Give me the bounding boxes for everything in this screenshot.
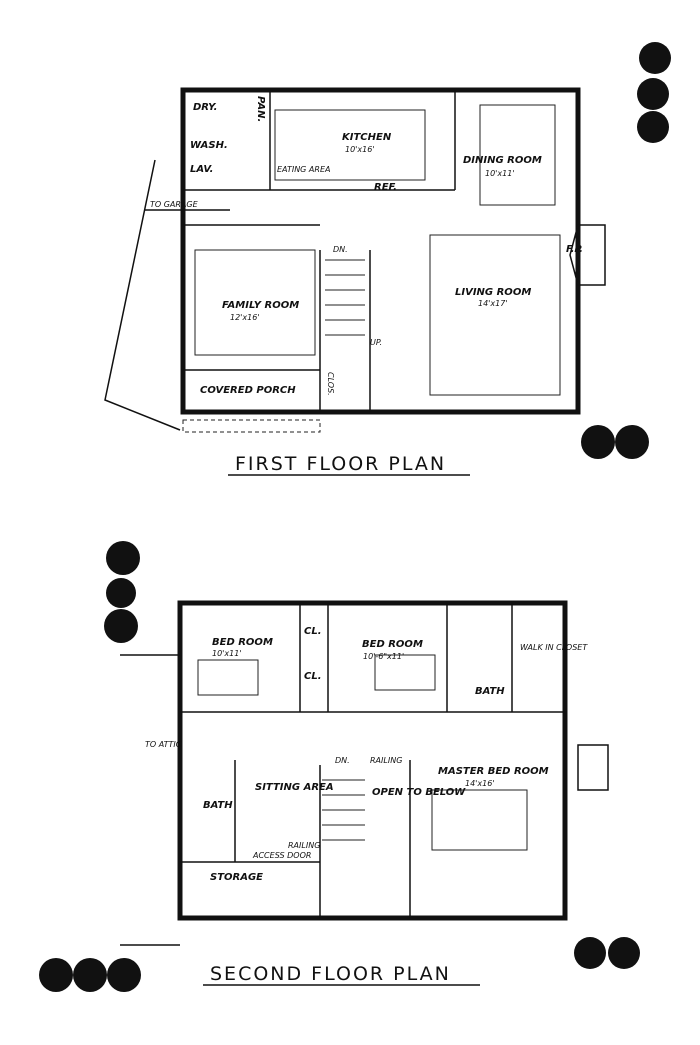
- room-label-family: FAMILY ROOM: [222, 300, 299, 311]
- stair-down-label: DN.: [333, 245, 348, 254]
- room-label-master-bedroom: MASTER BED ROOM: [438, 766, 549, 777]
- room-label-living: LIVING ROOM: [455, 287, 531, 298]
- room-label-bedroom-1: BED ROOM: [212, 637, 273, 648]
- room-label-walk-in-closet: WALK IN CLOSET: [520, 643, 588, 652]
- railing-label-bottom: RAILING: [288, 841, 320, 850]
- room-label-bedroom-2: BED ROOM: [362, 639, 423, 650]
- room-label-pantry: PAN.: [255, 96, 266, 122]
- access-door-label: ACCESS DOOR: [252, 851, 311, 860]
- refrigerator-label: REF.: [374, 182, 397, 193]
- first-floor-title: FIRST FLOOR PLAN: [235, 453, 446, 475]
- room-label-porch: COVERED PORCH: [200, 385, 296, 396]
- stair-down-label: DN.: [335, 756, 350, 765]
- bedroom-2-dimensions: 10'-6"x11': [363, 652, 404, 661]
- closet-label: CLOS.: [326, 372, 335, 396]
- living-dimensions: 14'x17': [478, 299, 508, 308]
- room-label-dining: DINING ROOM: [463, 155, 542, 166]
- second-floor-labels: BED ROOM 10'x11' CL. CL. BED ROOM 10'-6"…: [145, 626, 588, 986]
- railing-label-top: RAILING: [370, 756, 402, 765]
- to-attic-label: TO ATTIC: [145, 740, 182, 749]
- room-label-bath-2: BATH: [203, 800, 233, 811]
- room-label-storage: STORAGE: [210, 872, 263, 883]
- second-floor-plan: [120, 600, 609, 946]
- tree-icons: [39, 42, 671, 992]
- second-floor-title: SECOND FLOOR PLAN: [210, 963, 451, 985]
- room-label-lav: LAV.: [190, 164, 213, 175]
- room-label-kitchen: KITCHEN: [342, 132, 392, 143]
- room-label-closet-2: CL.: [304, 671, 322, 682]
- room-label-closet-1: CL.: [304, 626, 322, 637]
- family-dimensions: 12'x16': [230, 313, 260, 322]
- master-bedroom-dimensions: 14'x16': [465, 779, 495, 788]
- fireplace-label: F.P.: [566, 244, 583, 255]
- kitchen-dimensions: 10'x16': [345, 145, 375, 154]
- open-to-below-label: OPEN TO BELOW: [372, 787, 466, 798]
- first-floor-plan: [104, 87, 606, 433]
- to-garage-label: TO GARAGE: [150, 200, 199, 209]
- room-label-sitting-area: SITTING AREA: [255, 782, 334, 793]
- room-label-dry: DRY.: [193, 102, 217, 113]
- stair-up-label: UP.: [370, 338, 382, 347]
- bedroom-1-dimensions: 10'x11': [212, 649, 242, 658]
- dining-dimensions: 10'x11': [485, 169, 515, 178]
- room-label-bath-1: BATH: [475, 686, 505, 697]
- room-label-wash: WASH.: [190, 140, 228, 151]
- room-label-eating-area: EATING AREA: [277, 165, 330, 174]
- first-floor-labels: DRY. WASH. LAV. PAN. KITCHEN 10'x16' EAT…: [150, 96, 583, 476]
